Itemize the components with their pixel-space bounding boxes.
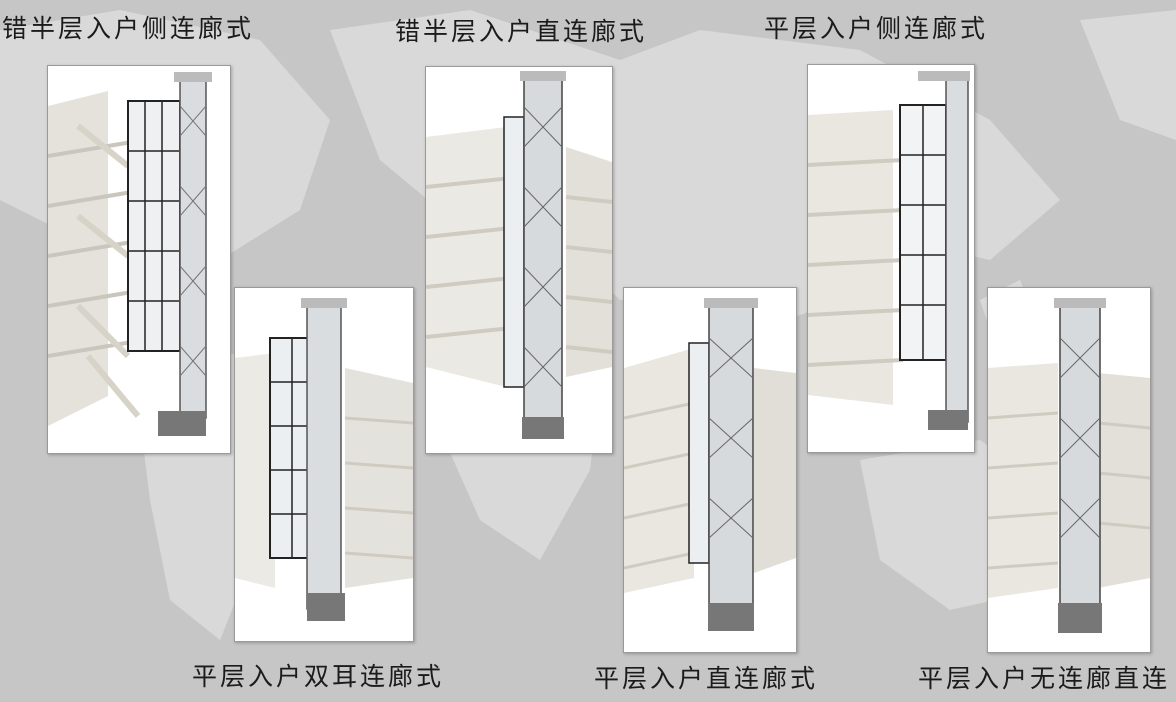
caption-flat-side-corridor: 平层入户侧连廊式	[764, 14, 989, 43]
caption-flat-no-corridor: 平层入户无连廊直连	[918, 664, 1171, 693]
caption-staggered-side-corridor: 错半层入户侧连廊式	[2, 14, 255, 43]
elevator-staggered-side-corridor-render	[47, 65, 231, 454]
elevator-flat-side-corridor-render	[807, 64, 975, 453]
caption-flat-double-ear-corridor: 平层入户双耳连廊式	[192, 662, 445, 691]
caption-staggered-direct-corridor: 错半层入户直连廊式	[395, 17, 648, 46]
elevator-flat-direct-corridor-render	[623, 287, 797, 653]
caption-flat-direct-corridor: 平层入户直连廊式	[594, 664, 819, 693]
elevator-flat-no-corridor-render	[987, 287, 1151, 653]
elevator-staggered-direct-corridor-render	[425, 66, 613, 454]
elevator-flat-double-ear-corridor-render	[234, 287, 414, 642]
